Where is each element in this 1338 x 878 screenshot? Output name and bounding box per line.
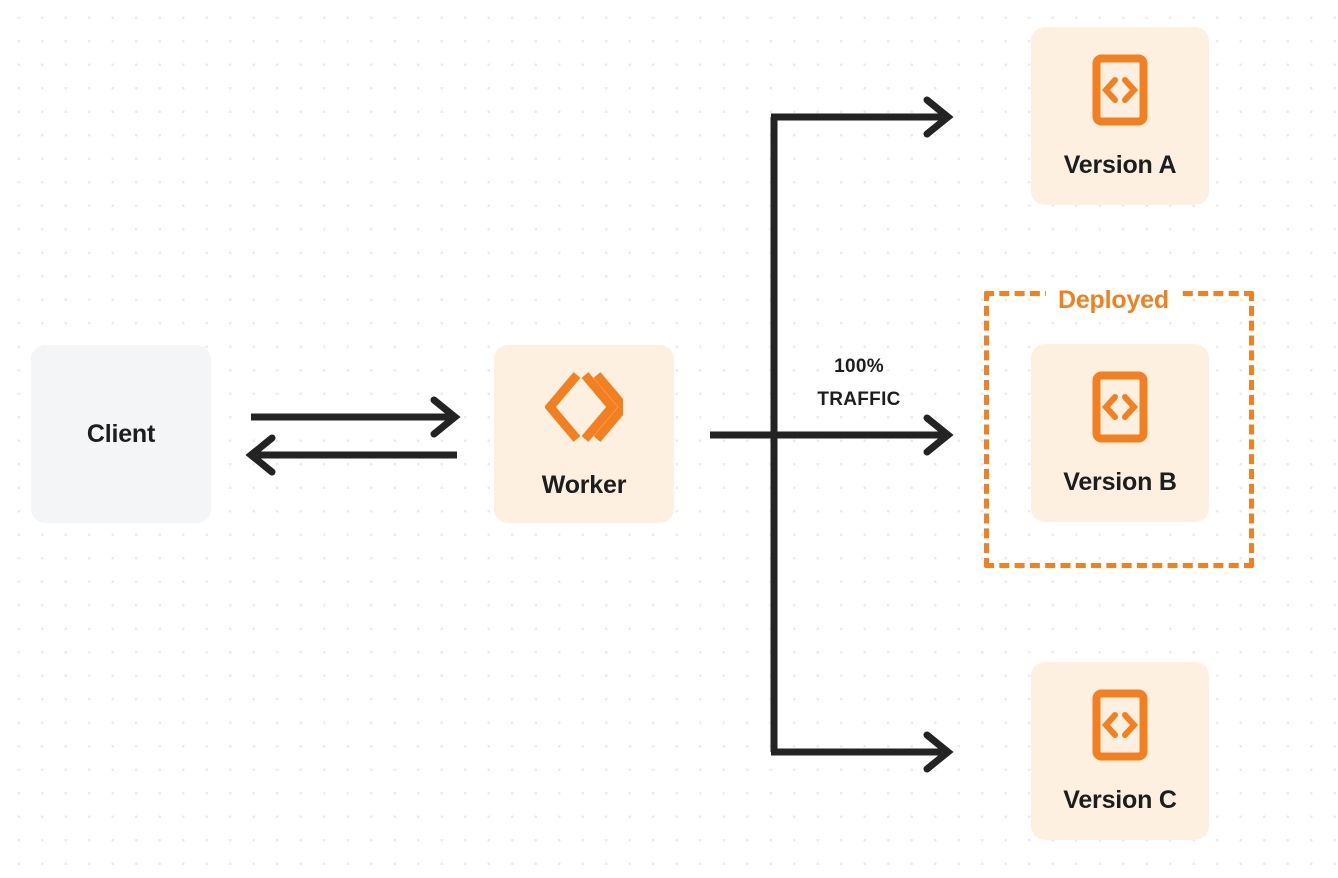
node-version-c[interactable]: Version C bbox=[1031, 662, 1209, 840]
traffic-word-text: TRAFFIC bbox=[817, 389, 901, 410]
traffic-label: 100% TRAFFIC bbox=[784, 350, 934, 416]
edge-worker-to-version-b bbox=[710, 414, 954, 456]
edge-client-to-worker bbox=[251, 396, 461, 438]
node-version-a[interactable]: Version A bbox=[1031, 27, 1209, 205]
node-version-c-label: Version C bbox=[1063, 786, 1177, 814]
code-file-icon bbox=[1092, 371, 1148, 448]
deployed-label: Deployed bbox=[1046, 285, 1181, 315]
edge-worker-to-version-a bbox=[771, 96, 954, 138]
code-file-icon bbox=[1092, 54, 1148, 131]
node-client-label: Client bbox=[86, 419, 156, 448]
edge-worker-to-client bbox=[245, 434, 457, 476]
node-version-b-label: Version B bbox=[1063, 468, 1177, 496]
code-file-icon bbox=[1092, 689, 1148, 766]
node-version-a-label: Version A bbox=[1063, 151, 1177, 179]
node-worker-label: Worker bbox=[541, 471, 627, 499]
cloudflare-workers-logo-icon bbox=[544, 370, 630, 449]
node-worker[interactable]: Worker bbox=[494, 345, 674, 523]
edge-worker-to-version-c bbox=[771, 731, 954, 773]
node-version-b[interactable]: Version B bbox=[1031, 344, 1209, 522]
traffic-percent-text: 100% bbox=[834, 356, 884, 377]
node-client[interactable]: Client bbox=[31, 345, 211, 523]
